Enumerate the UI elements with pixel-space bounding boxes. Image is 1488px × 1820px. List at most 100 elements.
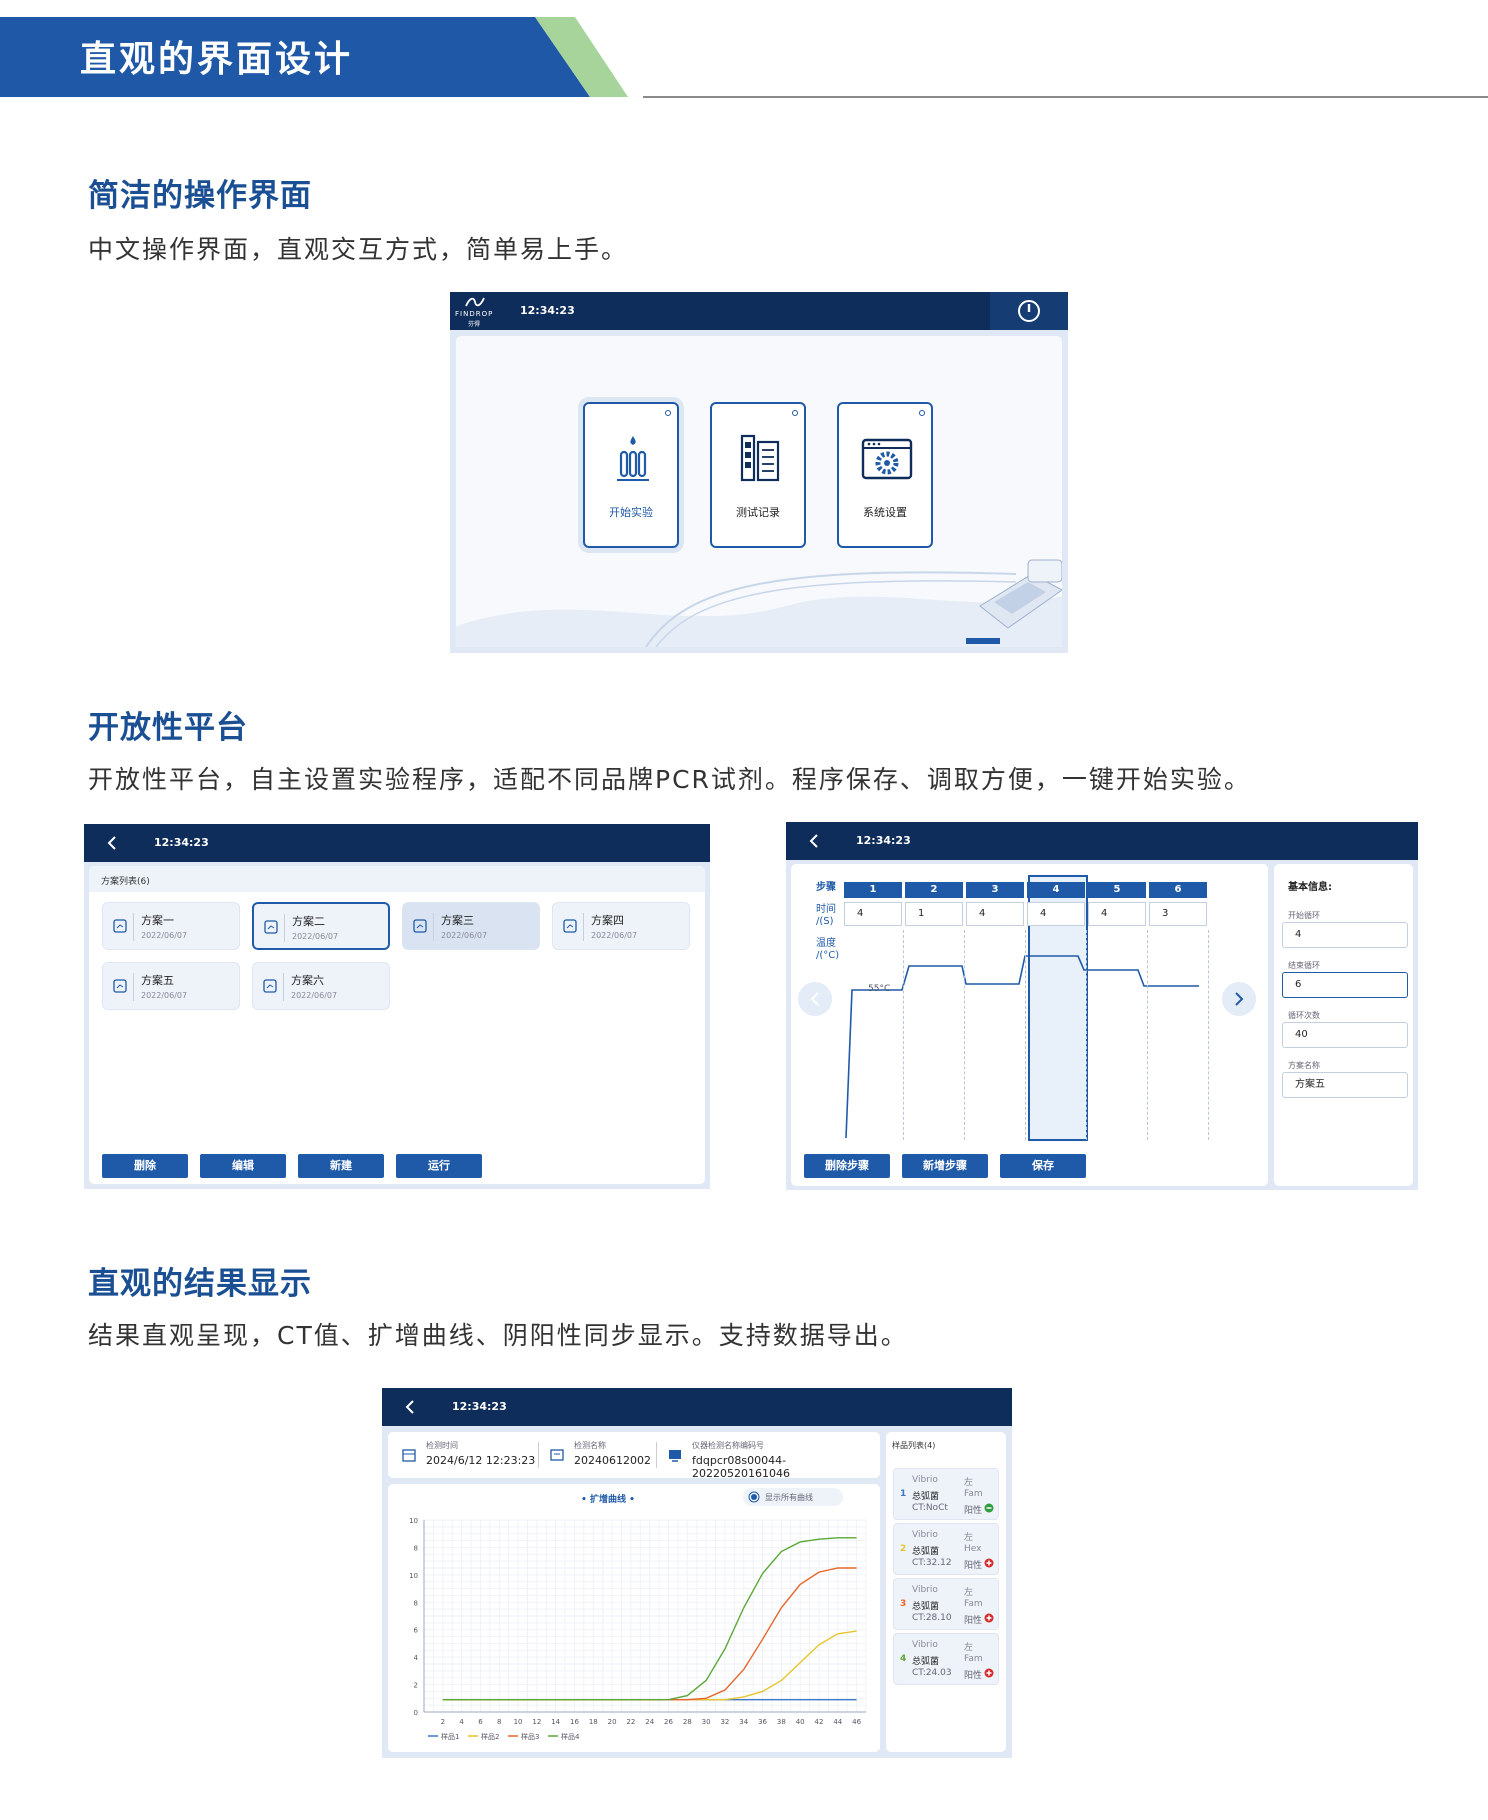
sample-result: 阳性	[964, 1506, 983, 1516]
step-header[interactable]: 1	[844, 882, 902, 898]
field-input[interactable]: 4	[1282, 922, 1408, 948]
edit-button[interactable]: 编辑	[200, 1154, 286, 1178]
field-label: 循环次数	[1288, 1011, 1320, 1020]
step-header[interactable]: 5	[1088, 882, 1146, 898]
chevron-left-icon	[810, 992, 819, 1006]
back-icon[interactable]	[808, 833, 820, 849]
step-header[interactable]: 2	[905, 882, 963, 898]
prev-step-button[interactable]	[798, 982, 832, 1016]
add-step-button[interactable]: 新增步骤	[902, 1154, 988, 1178]
settings-window-icon	[861, 438, 913, 480]
sample-dye: Hex	[964, 1544, 982, 1554]
step-time-input[interactable]: 4	[1088, 902, 1146, 926]
step-time-input[interactable]: 4	[1027, 902, 1085, 926]
result-status-icon	[984, 1558, 994, 1568]
step-header[interactable]: 4	[1027, 882, 1085, 898]
plan-date: 2022/06/07	[292, 932, 339, 941]
x-tick-label: 14	[551, 1718, 560, 1726]
clock: 12:34:23	[520, 304, 575, 317]
field-input[interactable]: 方案五	[1282, 1072, 1408, 1098]
sample-dye: Fam	[964, 1599, 983, 1609]
step-header[interactable]: 3	[966, 882, 1024, 898]
tile-test-records[interactable]: 测试记录	[710, 402, 806, 548]
tile-start-experiment[interactable]: 开始实验	[583, 402, 679, 548]
y-tick-label: 8	[414, 1544, 418, 1552]
x-tick-label: 44	[833, 1718, 842, 1726]
plan-name: 方案四	[591, 914, 624, 927]
step-time-input[interactable]: 4	[844, 902, 902, 926]
new-button[interactable]: 新建	[298, 1154, 384, 1178]
sample-index: 2	[900, 1544, 907, 1554]
brand-name: FINDROP	[455, 310, 494, 318]
field-label: 结束循环	[1288, 961, 1320, 970]
sample-genus: Vibrio	[912, 1640, 938, 1650]
tile-system-settings[interactable]: 系统设置	[837, 402, 933, 548]
plan-file-icon	[264, 920, 278, 934]
info-value-instrument: fdqpcr08s00044-20220520161046	[692, 1454, 790, 1480]
y-tick-label: 0	[414, 1709, 418, 1717]
section-title-open-platform: 开放性平台	[88, 710, 248, 746]
save-button[interactable]: 保存	[1000, 1154, 1086, 1178]
result-status-icon	[984, 1668, 994, 1678]
delete-step-button[interactable]: 删除步骤	[804, 1154, 890, 1178]
field-input[interactable]: 40	[1282, 1022, 1408, 1048]
sample-dye: Fam	[964, 1654, 983, 1664]
row-label-temp: 温度 /(°C)	[816, 938, 840, 961]
findrop-logo-icon	[465, 297, 485, 307]
step-time-input[interactable]: 1	[905, 902, 963, 926]
sample-name: 总弧菌	[912, 1492, 940, 1502]
x-tick-label: 16	[570, 1718, 579, 1726]
tile-dot	[919, 410, 925, 416]
y-tick-label: 4	[414, 1654, 419, 1662]
x-tick-label: 4	[459, 1718, 464, 1726]
power-button[interactable]	[990, 292, 1068, 330]
result-status-icon	[984, 1503, 994, 1513]
step-time-input[interactable]: 4	[966, 902, 1024, 926]
plan-date: 2022/06/07	[141, 931, 188, 940]
sample-ct: CT:NoCt	[912, 1503, 948, 1513]
show-all-curves-toggle[interactable]: 显示所有曲线	[743, 1488, 843, 1506]
x-tick-label: 30	[702, 1718, 711, 1726]
sample-ct: CT:32.12	[912, 1558, 952, 1568]
tile-dot	[792, 410, 798, 416]
back-icon[interactable]	[106, 835, 118, 851]
plan-file-icon	[413, 919, 427, 933]
tile-label: 开始实验	[609, 506, 653, 519]
results-topbar: 12:34:23	[382, 1388, 1012, 1426]
step-time-input[interactable]: 3	[1149, 902, 1207, 926]
delete-button[interactable]: 删除	[102, 1154, 188, 1178]
info-value-name: 20240612002	[574, 1454, 651, 1467]
clock: 12:34:23	[452, 1400, 507, 1413]
sample-side: 左	[964, 1588, 974, 1598]
section-desc-simple-ui: 中文操作界面，直观交互方式，简单易上手。	[88, 235, 629, 264]
section-title-simple-ui: 简洁的操作界面	[88, 178, 312, 214]
editor-topbar: 12:34:23	[786, 822, 1418, 860]
chart-title: • 扩增曲线 •	[581, 1495, 635, 1505]
next-step-button[interactable]	[1222, 982, 1256, 1016]
back-icon[interactable]	[404, 1399, 416, 1415]
program-editor-screen: 12:34:23 步骤 时间 /(S) 温度 /(°C) 55°C 基本信息: …	[786, 822, 1418, 1190]
tile-label: 测试记录	[736, 506, 780, 519]
banner-divider	[643, 96, 1488, 98]
y-tick-label: 10	[409, 1572, 418, 1580]
run-button[interactable]: 运行	[396, 1154, 482, 1178]
clock: 12:34:23	[856, 834, 911, 847]
step-column-divider	[1147, 930, 1148, 1140]
y-tick-label: 10	[409, 1517, 418, 1525]
plan-file-icon	[113, 919, 127, 933]
step-header[interactable]: 6	[1149, 882, 1207, 898]
x-tick-label: 12	[532, 1718, 541, 1726]
field-input[interactable]: 6	[1282, 972, 1408, 998]
y-tick-label: 6	[414, 1627, 419, 1635]
